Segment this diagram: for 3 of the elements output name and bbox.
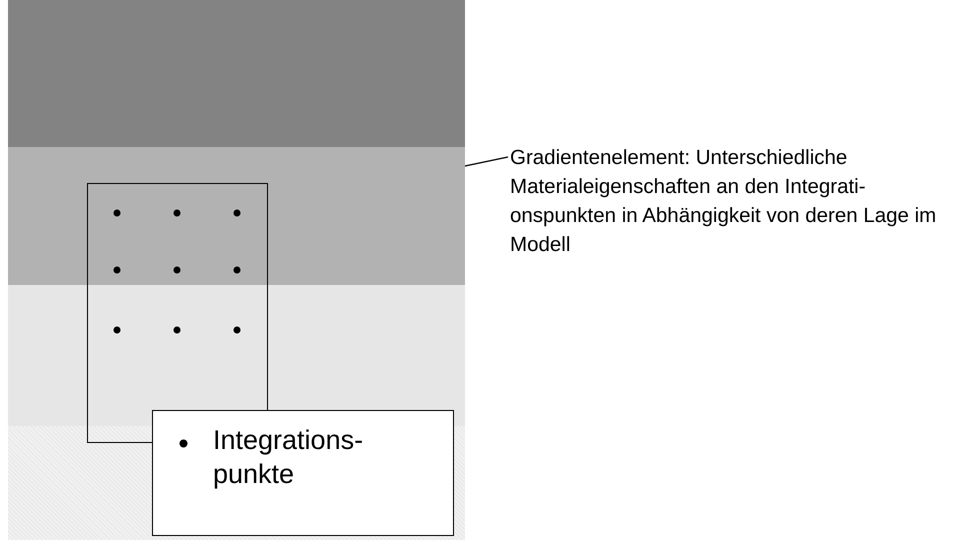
leader-line: [464, 156, 508, 167]
callout-text: Gradientenelement: Unterschiedliche Materialeigenschaften an den Integrati- onspunkten in Abhängigkeit von deren Lage im Modell: [510, 143, 972, 268]
legend-text: Integrations- punkte: [213, 424, 364, 491]
